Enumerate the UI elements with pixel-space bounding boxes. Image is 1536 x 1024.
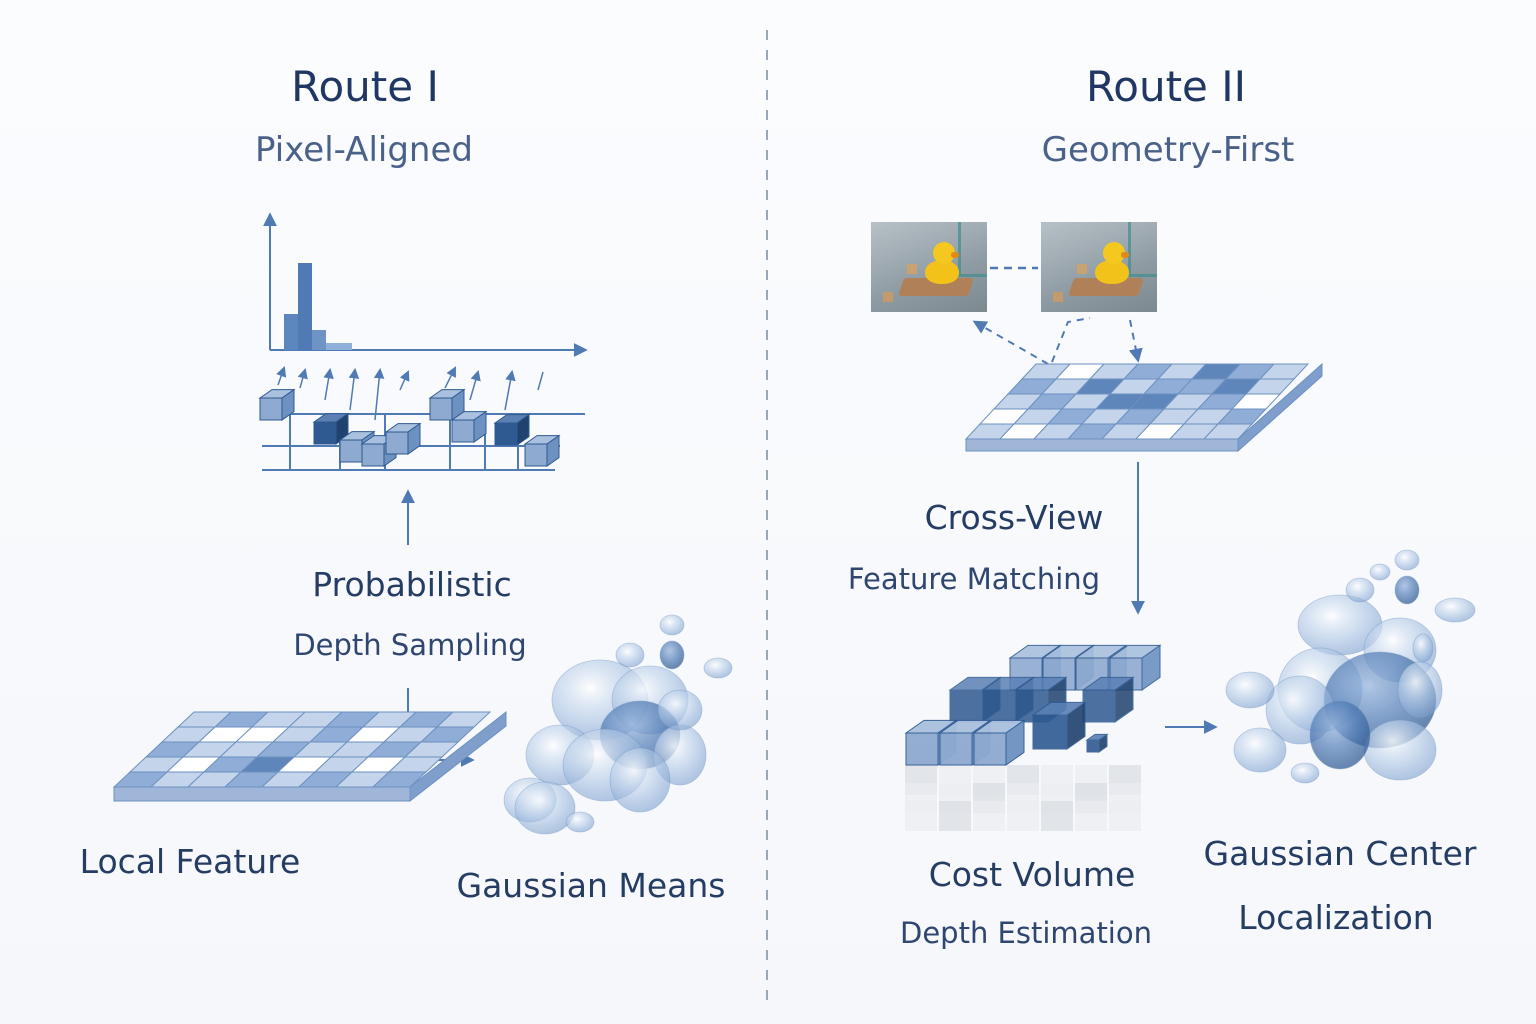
- cube: [972, 719, 1026, 766]
- cube: [1081, 676, 1135, 723]
- means-label: Gaussian Means: [456, 866, 726, 905]
- feature-grid-icon: [112, 710, 507, 803]
- gaussian-cluster-icon: [503, 614, 733, 835]
- gaussian-blob: [1363, 719, 1437, 781]
- grid-edge: [113, 786, 411, 802]
- center-label: Gaussian Center: [1203, 834, 1477, 873]
- cost-sublabel: Depth Estimation: [900, 916, 1152, 950]
- gaussian-blob: [1225, 671, 1275, 709]
- route2-title: Route II: [1085, 62, 1247, 111]
- gaussian-blob: [659, 640, 685, 670]
- grid-edge: [409, 710, 507, 803]
- ghost-block: [1007, 801, 1039, 831]
- center-sublabel: Localization: [1238, 898, 1434, 937]
- cube: [258, 388, 296, 421]
- gaussian-center-cluster-icon: [1225, 549, 1476, 784]
- route2-subtitle: Geometry-First: [1041, 130, 1295, 170]
- gaussian-blob: [1397, 661, 1443, 719]
- gaussian-blob: [565, 811, 595, 833]
- cube: [1031, 701, 1087, 750]
- gaussian-blob: [1233, 727, 1287, 773]
- gaussian-blob: [1434, 597, 1476, 623]
- cost-label: Cost Volume: [928, 855, 1136, 894]
- matching-grid-icon: [964, 362, 1323, 453]
- grid-edge: [1237, 362, 1323, 453]
- route1-title: Route I: [291, 62, 439, 111]
- grid-edge: [965, 438, 1239, 452]
- sampling-sublabel: Depth Sampling: [293, 628, 527, 662]
- gaussian-blob: [1394, 549, 1420, 571]
- ghost-block: [939, 801, 971, 831]
- ghost-block: [973, 801, 1005, 831]
- sampling-label: Probabilistic: [312, 565, 512, 604]
- feature-label: Local Feature: [79, 842, 301, 881]
- ghost-block: [1075, 801, 1107, 831]
- duck-photo-thumbnail: [871, 222, 987, 312]
- cube: [384, 422, 422, 455]
- gaussian-blob: [1290, 762, 1320, 784]
- gaussian-blob: [615, 642, 645, 668]
- matching-arrows: [972, 317, 1143, 365]
- gaussian-blob: [514, 781, 576, 835]
- cube: [1085, 733, 1109, 753]
- duck-photo-thumbnail: [1041, 222, 1157, 312]
- cube: [493, 413, 531, 446]
- gaussian-blob: [609, 747, 671, 813]
- gaussian-blob: [1345, 577, 1375, 603]
- gaussian-blob: [659, 614, 685, 636]
- gaussian-blob: [1309, 700, 1371, 770]
- gaussian-blob: [1412, 633, 1434, 663]
- matching-sublabel: Feature Matching: [847, 562, 1101, 596]
- sampling-arrows: [276, 366, 544, 421]
- depth-histogram-icon: [263, 212, 588, 357]
- cost-volume-icon: [904, 644, 1162, 831]
- gaussian-blob: [1394, 575, 1420, 605]
- gaussian-blob: [1369, 563, 1391, 581]
- gaussian-blob: [657, 689, 703, 731]
- ghost-block: [905, 801, 937, 831]
- cube: [428, 388, 466, 421]
- sample-cubes: [258, 388, 561, 467]
- gaussian-blob: [703, 657, 733, 679]
- ghost-block: [1109, 801, 1141, 831]
- matching-label: Cross-View: [924, 498, 1104, 537]
- cube: [523, 434, 561, 467]
- cube: [450, 410, 488, 443]
- route1-subtitle: Pixel-Aligned: [255, 130, 473, 170]
- ghost-block: [1041, 801, 1073, 831]
